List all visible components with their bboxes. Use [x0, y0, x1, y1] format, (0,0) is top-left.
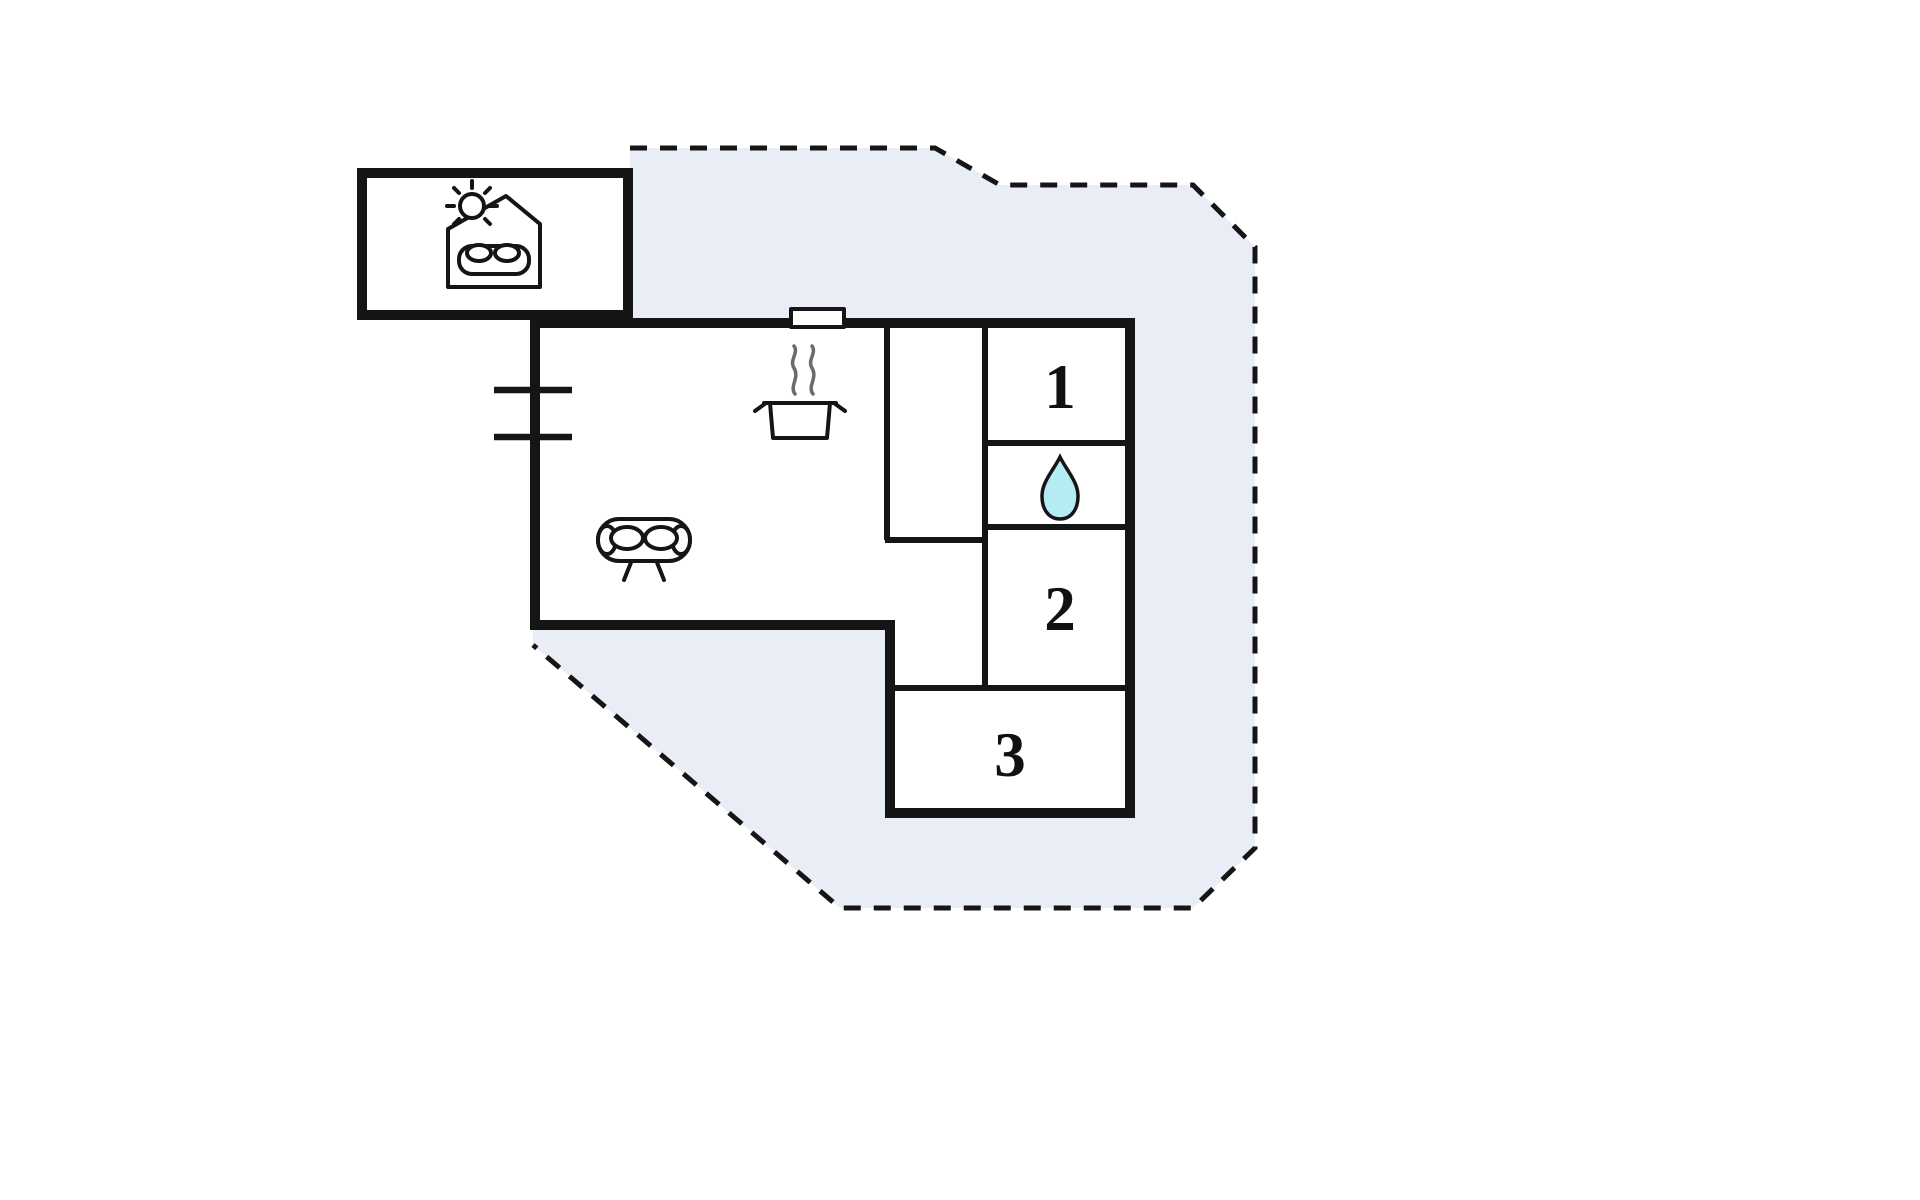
terrace-marker [494, 386, 572, 441]
pot-body [768, 401, 832, 440]
sun-rays [445, 179, 499, 226]
pot-handle-left [753, 401, 768, 413]
sofa-top-view-icon [596, 517, 692, 582]
steam-line-left [790, 344, 798, 396]
room-1-label: 1 [1044, 352, 1076, 422]
sofa-leg-right [654, 558, 666, 582]
room-3-label: 3 [994, 720, 1026, 790]
sofa-leg-left [622, 558, 634, 582]
window-marker [789, 307, 846, 329]
sofa-cushion-right [643, 525, 679, 551]
sun-icon [458, 192, 486, 220]
pot-handle-right [832, 401, 847, 413]
plot-boundary-dashed-line [531, 145, 1258, 911]
cooking-pot-steam-icon [753, 344, 847, 440]
annex-sofa-icon [457, 243, 531, 276]
water-drop-icon [1040, 453, 1080, 521]
interior-walls [884, 326, 1127, 691]
sofa-cushion-left [609, 525, 645, 551]
annex-house-sun-sofa-icon [445, 179, 542, 289]
steam-line-right [808, 344, 816, 396]
room-2-label: 2 [1044, 574, 1076, 644]
